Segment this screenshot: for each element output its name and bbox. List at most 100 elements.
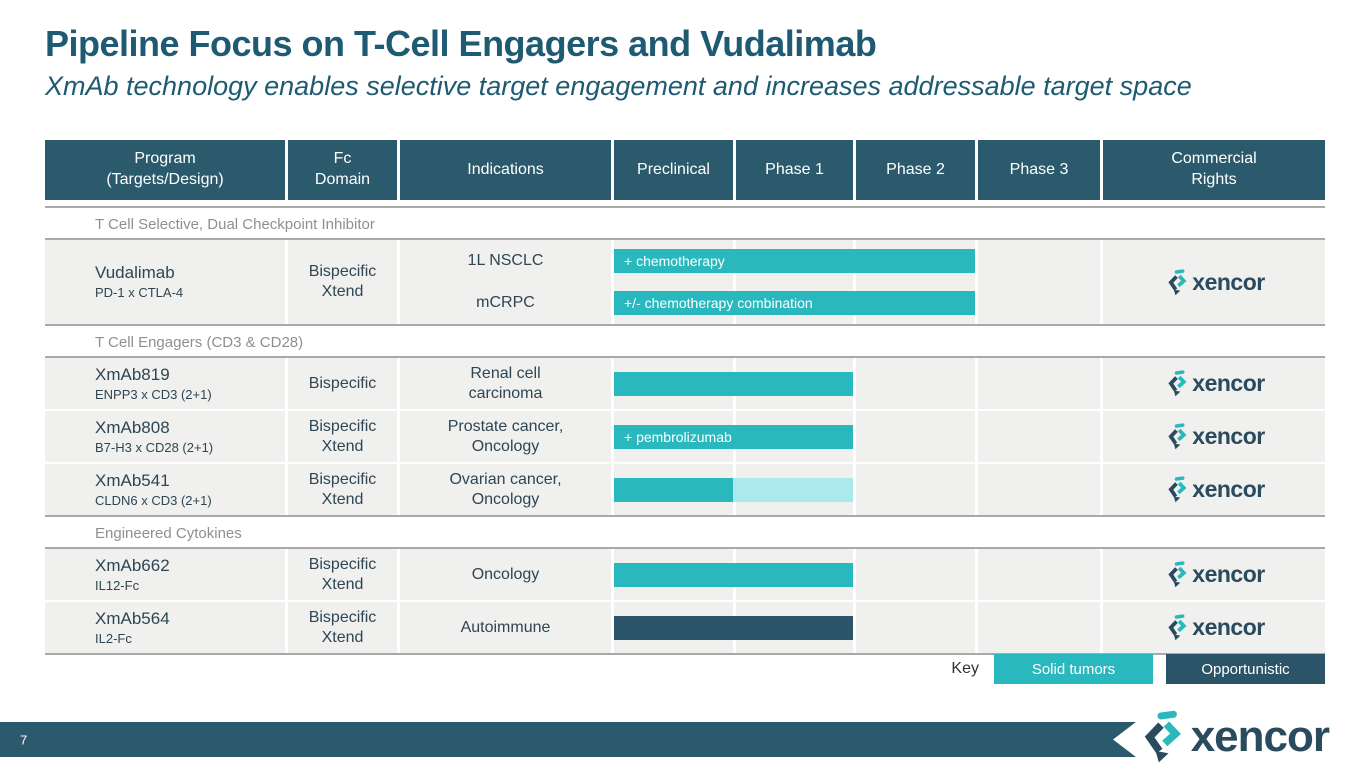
column-header: Indications [400,140,611,200]
program-cell: XmAb808 B7-H3 x CD28 (2+1) [45,411,285,462]
group-rows: Vudalimab PD-1 x CTLA-4 Bispecific Xtend… [45,240,1325,324]
indication: Autoimmune [460,618,551,636]
phase2-cell [856,240,975,324]
group-label: T Cell Selective, Dual Checkpoint Inhibi… [45,206,1325,240]
pipeline-row: XmAb564 IL2-Fc Bispecific Xtend Autoimmu… [45,602,1325,653]
commercial-rights-cell: xencor [1103,464,1325,515]
xencor-logo-icon [1168,423,1187,450]
xencor-logo-icon [1144,710,1181,763]
xencor-logo: xencor [1134,710,1330,764]
group-label: Engineered Cytokines [45,515,1325,549]
phase3-cell [978,464,1100,515]
preclinical-cell [614,464,733,515]
program-name: XmAb564 [95,608,170,628]
indications-cell: Ovarian cancer, Oncology [400,464,611,515]
program-cell: XmAb564 IL2-Fc [45,602,285,653]
xencor-logo: xencor [1163,561,1265,588]
indication: Oncology [471,565,540,583]
fc-domain-cell: Bispecific Xtend [288,240,397,324]
program-cell: XmAb662 IL12-Fc [45,549,285,600]
column-header: Fc Domain [288,140,397,200]
phase3-cell [978,240,1100,324]
preclinical-cell [614,549,733,600]
pipeline-row: Vudalimab PD-1 x CTLA-4 Bispecific Xtend… [45,240,1325,324]
xencor-logo-icon [1168,561,1187,588]
pipeline-row: XmAb541 CLDN6 x CD3 (2+1) Bispecific Xte… [45,464,1325,515]
xencor-wordmark: xencor [1192,423,1265,449]
fc-domain-cell: Bispecific Xtend [288,411,397,462]
commercial-rights-cell: xencor [1103,358,1325,409]
page-subtitle: XmAb technology enables selective target… [45,70,1192,101]
column-header: Preclinical [614,140,733,200]
preclinical-cell [614,602,733,653]
fc-domain-cell: Bispecific Xtend [288,549,397,600]
phase1-cell [736,411,853,462]
group-rows: XmAb662 IL12-Fc Bispecific Xtend Oncolog… [45,549,1325,653]
xencor-logo: xencor [1163,614,1265,641]
program-targets: PD-1 x CTLA-4 [95,285,184,301]
phase3-cell [978,358,1100,409]
program-name: XmAb808 [95,417,170,437]
fc-domain-cell: Bispecific Xtend [288,464,397,515]
page-title: Pipeline Focus on T-Cell Engagers and Vu… [45,23,877,64]
commercial-rights-cell: xencor [1103,240,1325,324]
pipeline-row: XmAb808 B7-H3 x CD28 (2+1) Bispecific Xt… [45,411,1325,462]
column-header: Phase 2 [856,140,975,200]
preclinical-cell [614,358,733,409]
pipeline-body: T Cell Selective, Dual Checkpoint Inhibi… [45,206,1325,653]
program-targets: IL2-Fc [95,630,132,646]
xencor-logo: xencor [1163,476,1265,503]
phase3-cell [978,602,1100,653]
phase2-cell [856,602,975,653]
indications-cell: Oncology [400,549,611,600]
xencor-logo-icon [1168,476,1187,503]
xencor-logo: xencor [1163,370,1265,397]
xencor-wordmark: xencor [1192,614,1265,640]
pipeline-row: XmAb662 IL12-Fc Bispecific Xtend Oncolog… [45,549,1325,600]
indication: Renal cell carcinoma [468,364,543,402]
xencor-logo-icon [1168,268,1187,295]
phase2-cell [856,549,975,600]
phase2-cell [856,358,975,409]
commercial-rights-cell: xencor [1103,411,1325,462]
phase3-cell [978,411,1100,462]
program-targets: CLDN6 x CD3 (2+1) [95,492,212,508]
group-rows: XmAb819 ENPP3 x CD3 (2+1) Bispecific Ren… [45,358,1325,515]
program-cell: Vudalimab PD-1 x CTLA-4 [45,240,285,324]
column-header: Program (Targets/Design) [45,140,285,200]
phase1-cell [736,602,853,653]
commercial-rights-cell: xencor [1103,549,1325,600]
column-header: Commercial Rights [1103,140,1325,200]
title-block: Pipeline Focus on T-Cell Engagers and Vu… [45,24,1335,102]
phase1-cell [736,549,853,600]
xencor-logo: xencor [1163,268,1265,296]
program-targets: ENPP3 x CD3 (2+1) [95,386,212,402]
fc-domain-cell: Bispecific [288,358,397,409]
legend-label: Key [951,660,979,677]
program-targets: IL12-Fc [95,577,140,593]
footer-ribbon: 7 [0,722,1136,757]
phase1-cell [736,464,853,515]
xencor-logo-icon [1168,614,1187,641]
indication: Ovarian cancer, Oncology [449,470,562,508]
fc-domain-cell: Bispecific Xtend [288,602,397,653]
legend: Key Solid tumors Opportunistic [45,654,1325,684]
xencor-wordmark: xencor [1192,370,1265,396]
program-targets: B7-H3 x CD28 (2+1) [95,439,214,455]
legend-item-solid_tumors: Solid tumors [994,654,1153,684]
preclinical-cell [614,240,733,324]
page-number: 7 [20,732,28,747]
phase1-cell [736,240,853,324]
indication: Prostate cancer, Oncology [447,417,564,455]
column-header: Phase 1 [736,140,853,200]
program-name: Vudalimab [95,263,175,282]
xencor-logo-icon [1168,370,1187,397]
phase1-cell [736,358,853,409]
legend-item-opportunistic: Opportunistic [1166,654,1325,684]
phase2-cell [856,464,975,515]
indications-cell: Prostate cancer, Oncology [400,411,611,462]
xencor-wordmark: xencor [1192,476,1265,502]
